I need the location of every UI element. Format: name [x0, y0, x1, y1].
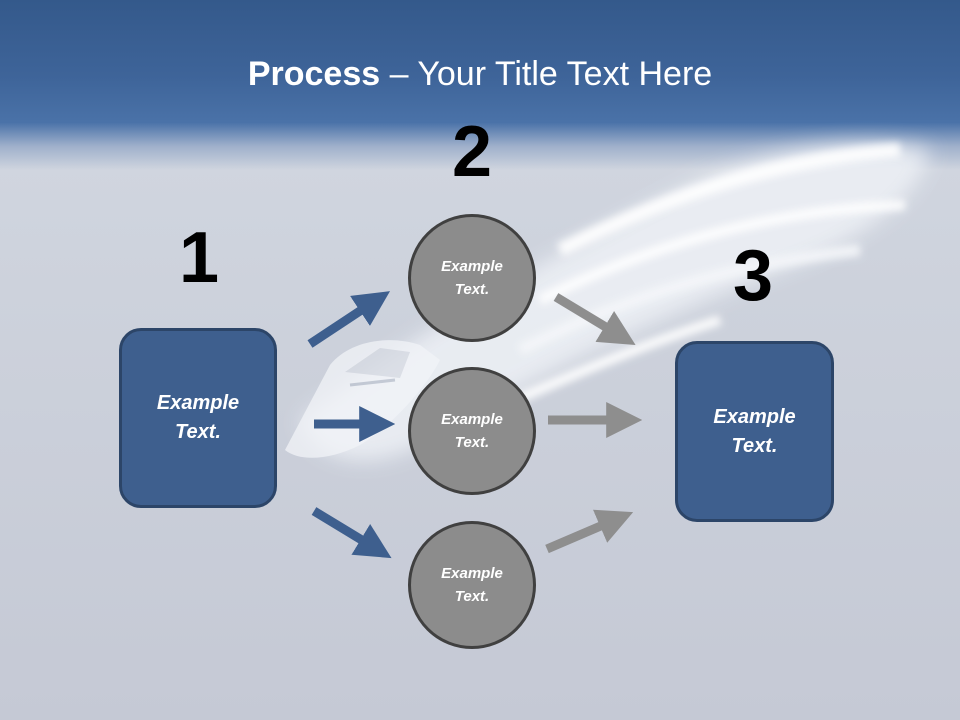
arrow-to-circle-top: [307, 291, 391, 348]
title-rest: – Your Title Text Here: [380, 55, 713, 93]
arrow-from-circle-bottom: [545, 509, 634, 554]
circle-top: Example Text.: [408, 214, 536, 342]
arrow-to-circle-bottom: [311, 507, 392, 559]
step-number-1: 1: [178, 218, 220, 298]
left-box: Example Text.: [119, 328, 277, 508]
header-band: [0, 0, 960, 170]
arrow-from-circle-top: [553, 293, 636, 346]
right-box: Example Text.: [675, 341, 834, 522]
slide-title: Process – Your Title Text Here: [0, 52, 960, 96]
step-number-2: 2: [451, 112, 493, 192]
title-bold: Process: [247, 55, 381, 93]
circle-bottom: Example Text.: [408, 521, 536, 649]
circle-middle: Example Text.: [408, 367, 536, 495]
step-number-3: 3: [732, 236, 774, 316]
